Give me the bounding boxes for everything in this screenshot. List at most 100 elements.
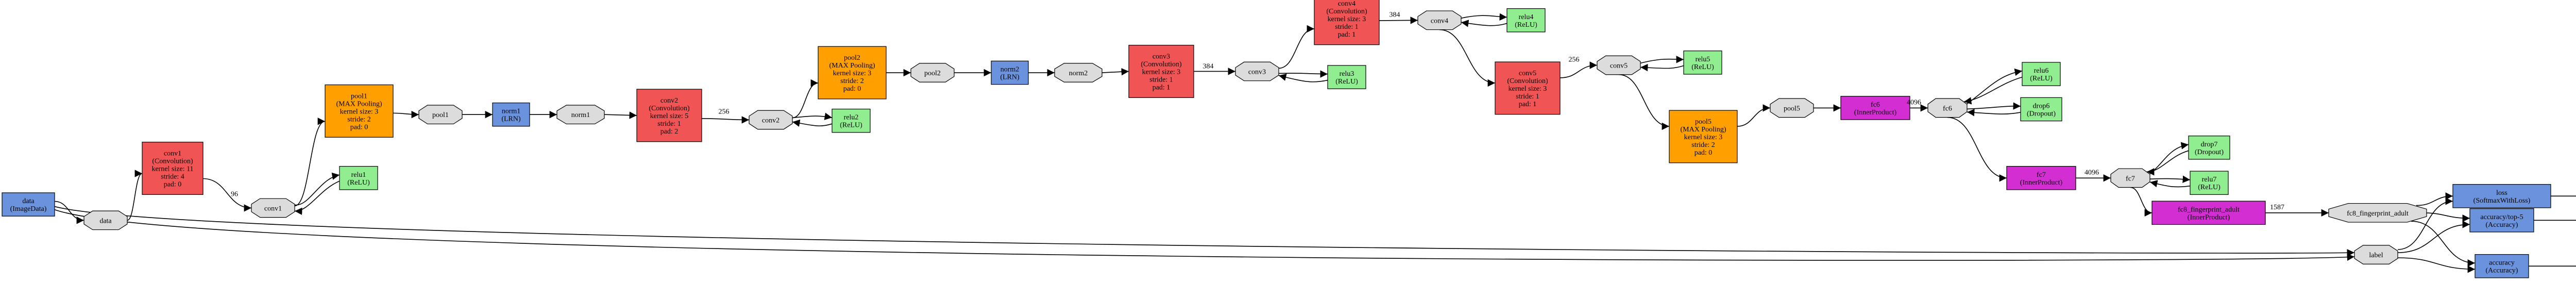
conv4_out-edge-label: 384 bbox=[1389, 11, 1400, 19]
relu6-box-shape bbox=[2022, 62, 2061, 86]
relu4-layer-box: relu4(ReLU) bbox=[1506, 8, 1546, 32]
pool2-label-line: pool2 bbox=[844, 54, 860, 62]
conv4-blob-node: conv4 bbox=[1417, 10, 1462, 30]
data-blob-shape bbox=[83, 210, 128, 230]
pool2-blob-label: pool2 bbox=[924, 70, 941, 77]
edge-norm2blob-to-conv3 bbox=[1101, 68, 1129, 76]
relu2-label-line: relu2 bbox=[844, 114, 859, 122]
fc6-box-shape bbox=[1840, 96, 1910, 120]
fc7-label-line: fc7 bbox=[2037, 171, 2046, 179]
fc7-blob-node: fc7 bbox=[2110, 168, 2150, 188]
conv1-label-line: kernel size: 11 bbox=[151, 165, 193, 173]
relu6-layer-box: relu6(ReLU) bbox=[2022, 62, 2061, 86]
edge-conv1-to-blob bbox=[202, 178, 252, 212]
relu1-label-line: (ReLU) bbox=[347, 179, 370, 187]
pool2-layer-box: pool2(MAX Pooling)kernel size: 3stride: … bbox=[818, 46, 887, 99]
edge-drop7-to-fc7blob bbox=[2146, 150, 2189, 176]
fc8_fp-label-line: fc8_fingerprint_adult bbox=[2178, 206, 2240, 213]
drop6-box-shape bbox=[2020, 97, 2062, 122]
data-blob-node: data bbox=[83, 210, 128, 230]
conv2-label-line: pad: 2 bbox=[660, 128, 679, 136]
conv3-label-line: conv3 bbox=[1153, 53, 1170, 60]
pool1-label-line: pool1 bbox=[351, 92, 367, 100]
pool5-layer-box: pool5(MAX Pooling)kernel size: 3stride: … bbox=[1669, 110, 1738, 163]
acc5-box-shape bbox=[2469, 208, 2534, 233]
pool1-blob-shape bbox=[418, 105, 463, 125]
fc8_fp-blob-node: fc8_fingerprint_adult bbox=[2328, 203, 2427, 223]
norm1-box-shape bbox=[492, 102, 530, 127]
data-label-line: (ImageData) bbox=[10, 205, 47, 213]
edge-relu4-to-conv4blob bbox=[1461, 20, 1507, 27]
conv4-label-line: stride: 1 bbox=[1335, 23, 1359, 31]
pool5-blob-label: pool5 bbox=[1784, 105, 1800, 112]
pool2-label-line: stride: 2 bbox=[840, 77, 864, 85]
edge-conv2blob-to-relu2 bbox=[792, 112, 833, 120]
relu6-label-line: relu6 bbox=[2034, 67, 2049, 75]
conv2-blob-node: conv2 bbox=[749, 110, 793, 130]
pool2-label-line: (MAX Pooling) bbox=[829, 62, 875, 70]
conv3-layer-box: conv3(Convolution)kernel size: 3stride: … bbox=[1128, 44, 1194, 98]
pool1-label-line: stride: 2 bbox=[347, 115, 371, 123]
fc6-layer-box: fc6(InnerProduct) bbox=[1840, 96, 1910, 120]
pool1-label-line: pad: 0 bbox=[350, 123, 368, 131]
fc8_fp-blob-label: fc8_fingerprint_adult bbox=[2347, 210, 2409, 218]
edge-data-to-label-1 bbox=[54, 206, 2355, 257]
fc6-label-line: fc6 bbox=[1871, 101, 1880, 109]
edge-norm1blob-to-conv2 bbox=[604, 111, 637, 119]
conv2-blob-shape bbox=[749, 110, 793, 130]
edge-conv1blob-to-relu1 bbox=[294, 172, 340, 206]
conv2-label-line: stride: 1 bbox=[657, 120, 681, 128]
fc6-blob-node: fc6 bbox=[1927, 98, 1968, 118]
conv1-label-line: (Convolution) bbox=[152, 157, 193, 165]
conv4-layer-box: conv4(Convolution)kernel size: 3stride: … bbox=[1314, 0, 1380, 45]
edge-data-to-label-2 bbox=[54, 209, 2355, 261]
norm1-label-line: norm1 bbox=[502, 108, 521, 115]
pool1-layer-box: pool1(MAX Pooling)kernel size: 3stride: … bbox=[325, 84, 394, 138]
loss-box-shape bbox=[2452, 184, 2551, 208]
edge-fc6blob-to-relu6 bbox=[1967, 68, 2023, 105]
edge-relu2-to-conv2blob bbox=[792, 119, 833, 127]
pool1-box-shape bbox=[325, 84, 394, 138]
label-blob-node: label bbox=[2354, 245, 2398, 264]
fc6-blob-shape bbox=[1927, 98, 1968, 118]
conv5-label-line: (Convolution) bbox=[1507, 77, 1548, 85]
fc6-blob-label: fc6 bbox=[1943, 105, 1952, 112]
data-label-line: data bbox=[22, 197, 35, 205]
pool2-blob-shape bbox=[910, 63, 955, 82]
fc8_fp-layer-box: fc8_fingerprint_adult(InnerProduct) bbox=[2151, 201, 2266, 225]
fc7-box-shape bbox=[2006, 166, 2076, 190]
edge-relu1-to-conv1blob bbox=[294, 180, 340, 215]
norm2-box-shape bbox=[991, 60, 1029, 85]
relu3-label-line: relu3 bbox=[1340, 70, 1354, 78]
relu1-label-line: relu1 bbox=[351, 171, 366, 179]
conv5-layer-box: conv5(Convolution)kernel size: 3stride: … bbox=[1495, 61, 1561, 115]
edge-label-to-loss bbox=[2397, 197, 2453, 250]
relu1-box-shape bbox=[339, 166, 378, 190]
pool5-blob-node: pool5 bbox=[1770, 98, 1814, 118]
norm2-blob-shape bbox=[1054, 63, 1103, 82]
relu7-label-line: relu7 bbox=[2202, 176, 2217, 184]
conv1-label-line: pad: 0 bbox=[164, 180, 182, 188]
pool2-label-line: kernel size: 3 bbox=[833, 70, 872, 77]
relu5-label-line: relu5 bbox=[1696, 56, 1710, 63]
norm2-label-line: (LRN) bbox=[1000, 74, 1020, 81]
edge-drop6-to-fc6blob bbox=[1967, 109, 2021, 117]
pool2-box-shape bbox=[818, 46, 887, 99]
conv4-label-line: pad: 1 bbox=[1338, 31, 1356, 39]
loss-layer-box: loss(SoftmaxWithLoss) bbox=[2452, 184, 2551, 208]
drop7-label-line: (Dropout) bbox=[2195, 148, 2224, 156]
conv4-label-line: conv4 bbox=[1338, 0, 1355, 8]
relu6-label-line: (ReLU) bbox=[2030, 75, 2053, 82]
pool1-label-line: (MAX Pooling) bbox=[336, 100, 382, 108]
edges-layer bbox=[54, 13, 2576, 273]
fc8_fp-label-line: (InnerProduct) bbox=[2188, 213, 2230, 221]
conv2-layer-box: conv2(Convolution)kernel size: 5stride: … bbox=[636, 89, 702, 142]
norm2-blob-label: norm2 bbox=[1069, 70, 1088, 77]
acc5-label-line: (Accuracy) bbox=[2486, 221, 2518, 229]
norm2-layer-box: norm2(LRN) bbox=[991, 60, 1029, 85]
loss-label-line: loss bbox=[2496, 189, 2507, 197]
norm2-label-line: norm2 bbox=[1001, 66, 1020, 74]
edge-relu6-to-fc6blob bbox=[1963, 76, 2023, 105]
relu2-layer-box: relu2(ReLU) bbox=[832, 108, 871, 133]
